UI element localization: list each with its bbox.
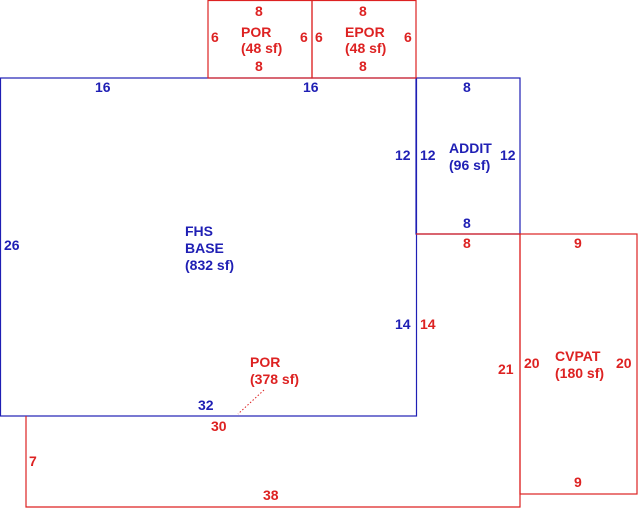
dim-base-right-upper: 12 xyxy=(395,147,411,163)
dim-por-small-bottom: 8 xyxy=(255,58,263,74)
dim-por-small-top: 8 xyxy=(255,3,263,19)
epor-label: EPOR xyxy=(345,24,385,40)
cvpat-label: CVPAT xyxy=(555,348,601,364)
dim-base-top-left: 16 xyxy=(95,79,111,95)
dim-addit-right: 12 xyxy=(500,147,516,163)
dim-cvpat-top: 9 xyxy=(574,235,582,251)
base-label-line1: FHS xyxy=(185,223,213,239)
dim-por-large-right-seg: 14 xyxy=(420,316,436,332)
dim-por-large-inner-right: 21 xyxy=(498,361,514,377)
por-large-area-label: (378 sf) xyxy=(250,371,299,387)
dim-por-large-left: 7 xyxy=(29,453,37,469)
dim-cvpat-bottom: 9 xyxy=(574,474,582,490)
epor-outline xyxy=(311,0,417,79)
cvpat-area-label: (180 sf) xyxy=(555,365,604,381)
base-label-line2: BASE xyxy=(185,240,224,256)
por-small-label: POR xyxy=(241,24,271,40)
dim-epor-top: 8 xyxy=(359,3,367,19)
addit-label: ADDIT xyxy=(449,140,492,156)
dim-por-small-right: 6 xyxy=(300,29,308,45)
base-area-label: (832 sf) xyxy=(185,257,234,273)
cvpat-outline xyxy=(519,233,638,495)
dim-cvpat-right: 20 xyxy=(616,355,632,371)
dim-base-right-lower: 14 xyxy=(395,316,411,332)
por-large-label: POR xyxy=(250,354,280,370)
dim-epor-right: 6 xyxy=(404,29,412,45)
dim-por-small-left: 6 xyxy=(211,29,219,45)
dim-base-left: 26 xyxy=(4,237,20,253)
dim-base-top-right: 16 xyxy=(303,79,319,95)
dim-por-large-top-left: 30 xyxy=(211,418,227,434)
dim-por-large-top-right: 8 xyxy=(463,235,471,251)
por-leader-line xyxy=(237,389,265,415)
addit-area-label: (96 sf) xyxy=(449,157,490,173)
dim-epor-left: 6 xyxy=(315,29,323,45)
dim-addit-left: 12 xyxy=(420,147,436,163)
dim-base-bottom: 32 xyxy=(198,397,214,413)
por-large-outline xyxy=(25,233,521,508)
dim-cvpat-left: 20 xyxy=(524,355,540,371)
dim-por-large-bottom: 38 xyxy=(263,487,279,503)
dim-epor-bottom: 8 xyxy=(359,58,367,74)
dim-addit-top: 8 xyxy=(463,79,471,95)
dim-addit-bottom: 8 xyxy=(463,215,471,231)
por-small-area-label: (48 sf) xyxy=(241,40,282,56)
epor-area-label: (48 sf) xyxy=(345,40,386,56)
